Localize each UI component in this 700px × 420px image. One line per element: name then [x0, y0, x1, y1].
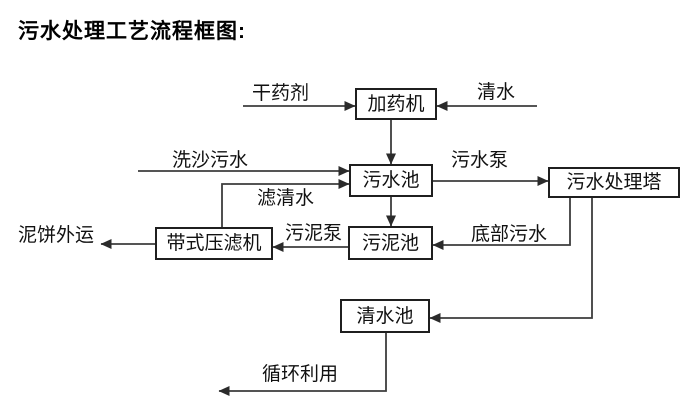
- node-sludge-pool: 污泥池: [348, 226, 433, 260]
- label-sewage-pump: 污水泵: [451, 150, 509, 171]
- label-sand-wash-sewage: 洗沙污水: [172, 150, 249, 171]
- node-sewage-pool: 污水池: [349, 164, 433, 197]
- label-clean-water: 清水: [477, 82, 516, 103]
- edge-recycle-arrow: [218, 333, 387, 396]
- page-title: 污水处理工艺流程框图:: [18, 20, 246, 43]
- node-dosing-machine: 加药机: [355, 88, 437, 120]
- label-mud-cake-transport: 泥饼外运: [18, 225, 95, 246]
- edge-tower-to-clean: [429, 198, 593, 323]
- label-sludge-pump: 污泥泵: [285, 223, 343, 244]
- label-filtered-water: 滤清水: [257, 188, 315, 209]
- label-dry-agent: 干药剂: [252, 83, 310, 104]
- edge-bottom-sewage-arrow: [432, 198, 571, 250]
- node-belt-filter-press: 带式压滤机: [155, 227, 273, 260]
- edge-filtered-water-arrow: [221, 179, 350, 227]
- node-treatment-tower: 污水处理塔: [548, 167, 680, 198]
- label-bottom-sewage: 底部污水: [471, 224, 548, 245]
- label-recycling: 循环利用: [262, 364, 339, 385]
- node-clean-water-pool: 清水池: [340, 299, 430, 333]
